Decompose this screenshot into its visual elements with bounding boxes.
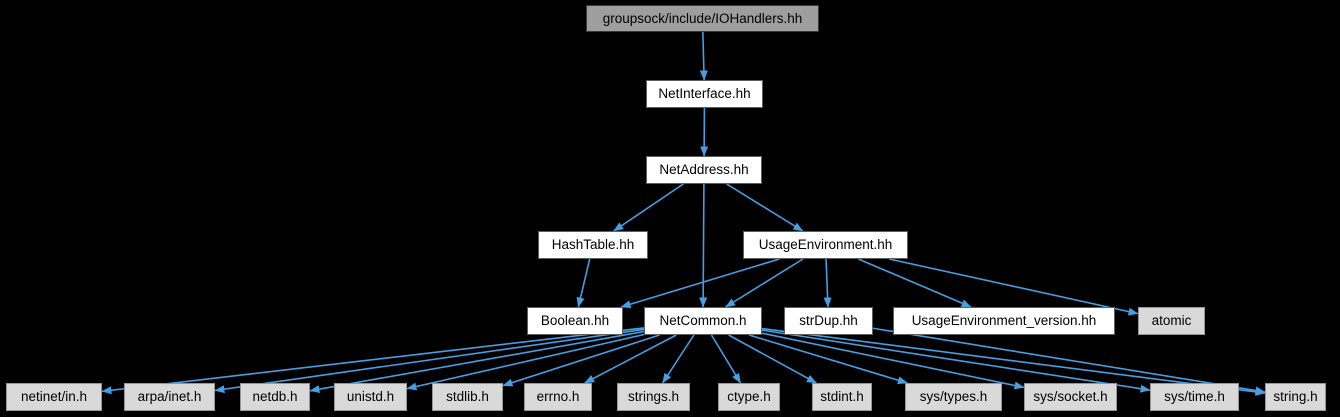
- graph-node-arpa_inet: arpa/inet.h: [124, 383, 215, 411]
- graph-node-strings: strings.h: [617, 383, 690, 411]
- graph-edge-net_common-to-sys_types: [748, 334, 908, 385]
- graph-node-label: sys/time.h: [1164, 389, 1225, 405]
- graph-edge-hash_table-to-boolean: [576, 258, 591, 308]
- graph-edge-net_common-to-netdb: [309, 330, 645, 394]
- graph-edge-usage_environment-to-net_common: [725, 258, 804, 308]
- graph-node-label: sys/types.h: [919, 389, 988, 405]
- graph-node-errno: errno.h: [524, 383, 592, 411]
- graph-node-label: strings.h: [627, 389, 680, 405]
- graph-node-label: NetInterface.hh: [658, 86, 751, 102]
- graph-node-usage_environment[interactable]: UsageEnvironment.hh: [743, 231, 908, 259]
- graph-edge-net_common-to-stdint: [728, 334, 817, 384]
- graph-edge-net_common-to-netinet_in: [101, 327, 645, 395]
- graph-node-label: ctype.h: [727, 389, 771, 405]
- graph-edge-usage_environment-to-ue_version: [858, 258, 972, 308]
- graph-node-netdb: netdb.h: [240, 383, 310, 411]
- graph-node-label: strDup.hh: [799, 313, 858, 329]
- graph-edge-net_common-to-ctype: [710, 334, 742, 384]
- graph-node-io_handlers: groupsock/include/IOHandlers.hh: [586, 5, 819, 32]
- graph-node-label: string.h: [1273, 389, 1318, 405]
- graph-node-net_address[interactable]: NetAddress.hh: [646, 156, 762, 184]
- graph-node-strdup[interactable]: strDup.hh: [784, 307, 873, 335]
- graph-edge-usage_environment-to-strdup: [823, 258, 832, 308]
- graph-node-label: atomic: [1151, 313, 1192, 329]
- graph-node-label: stdlib.h: [446, 389, 489, 405]
- graph-node-sys_types: sys/types.h: [905, 383, 1002, 411]
- graph-node-hash_table[interactable]: HashTable.hh: [538, 231, 648, 259]
- graph-node-label: netinet/in.h: [20, 389, 88, 405]
- graph-node-string: string.h: [1265, 383, 1326, 411]
- graph-node-unistd: unistd.h: [334, 383, 407, 411]
- graph-node-sys_time: sys/time.h: [1150, 383, 1239, 411]
- graph-edge-net_common-to-string: [761, 327, 1266, 396]
- graph-edge-net_address-to-net_common: [699, 183, 708, 308]
- graph-node-label: HashTable.hh: [551, 237, 635, 253]
- graph-node-ctype: ctype.h: [718, 383, 780, 411]
- graph-node-stdint: stdint.h: [812, 383, 872, 411]
- graph-node-label: NetCommon.h: [659, 313, 747, 329]
- graph-node-label: UsageEnvironment_version.hh: [911, 313, 1097, 329]
- graph-node-label: groupsock/include/IOHandlers.hh: [602, 10, 803, 26]
- graph-node-atomic: atomic: [1138, 307, 1205, 335]
- graph-node-net_interface[interactable]: NetInterface.hh: [646, 80, 763, 108]
- graph-edge-net_common-to-unistd: [406, 333, 645, 391]
- graph-edge-io_handlers-to-net_interface: [699, 31, 708, 81]
- graph-node-stdlib: stdlib.h: [432, 383, 503, 411]
- graph-node-netinet_in: netinet/in.h: [6, 383, 102, 411]
- graph-edge-net_common-to-stdlib: [502, 334, 660, 387]
- graph-edge-usage_environment-to-boolean: [620, 258, 780, 309]
- graph-node-label: UsageEnvironment.hh: [758, 237, 893, 253]
- graph-node-ue_version[interactable]: UsageEnvironment_version.hh: [893, 307, 1115, 335]
- graph-node-label: sys/socket.h: [1033, 389, 1108, 405]
- graph-edge-net_common-to-sys_socket: [761, 332, 1025, 390]
- graph-node-label: arpa/inet.h: [137, 389, 202, 405]
- graph-node-label: unistd.h: [346, 389, 395, 405]
- graph-node-label: Boolean.hh: [540, 313, 610, 329]
- graph-node-label: netdb.h: [252, 389, 298, 405]
- graph-node-sys_socket: sys/socket.h: [1024, 383, 1117, 411]
- graph-node-label: stdint.h: [820, 389, 864, 405]
- graph-edge-net_address-to-hash_table: [613, 183, 684, 232]
- graph-edge-net_address-to-usage_environment: [726, 183, 804, 232]
- graph-edge-net_common-to-arpa_inet: [214, 328, 645, 394]
- graph-node-net_common[interactable]: NetCommon.h: [644, 307, 762, 335]
- graph-edge-net_common-to-sys_time: [761, 329, 1151, 393]
- graph-edge-net_common-to-strings: [661, 334, 695, 384]
- graph-node-label: NetAddress.hh: [659, 162, 749, 178]
- graph-node-boolean[interactable]: Boolean.hh: [527, 307, 623, 335]
- graph-edge-strdup-to-string: [872, 327, 1266, 395]
- graph-node-label: errno.h: [536, 389, 580, 405]
- graph-edge-net_common-to-errno: [584, 334, 677, 384]
- graph-edge-usage_environment-to-atomic: [889, 258, 1139, 316]
